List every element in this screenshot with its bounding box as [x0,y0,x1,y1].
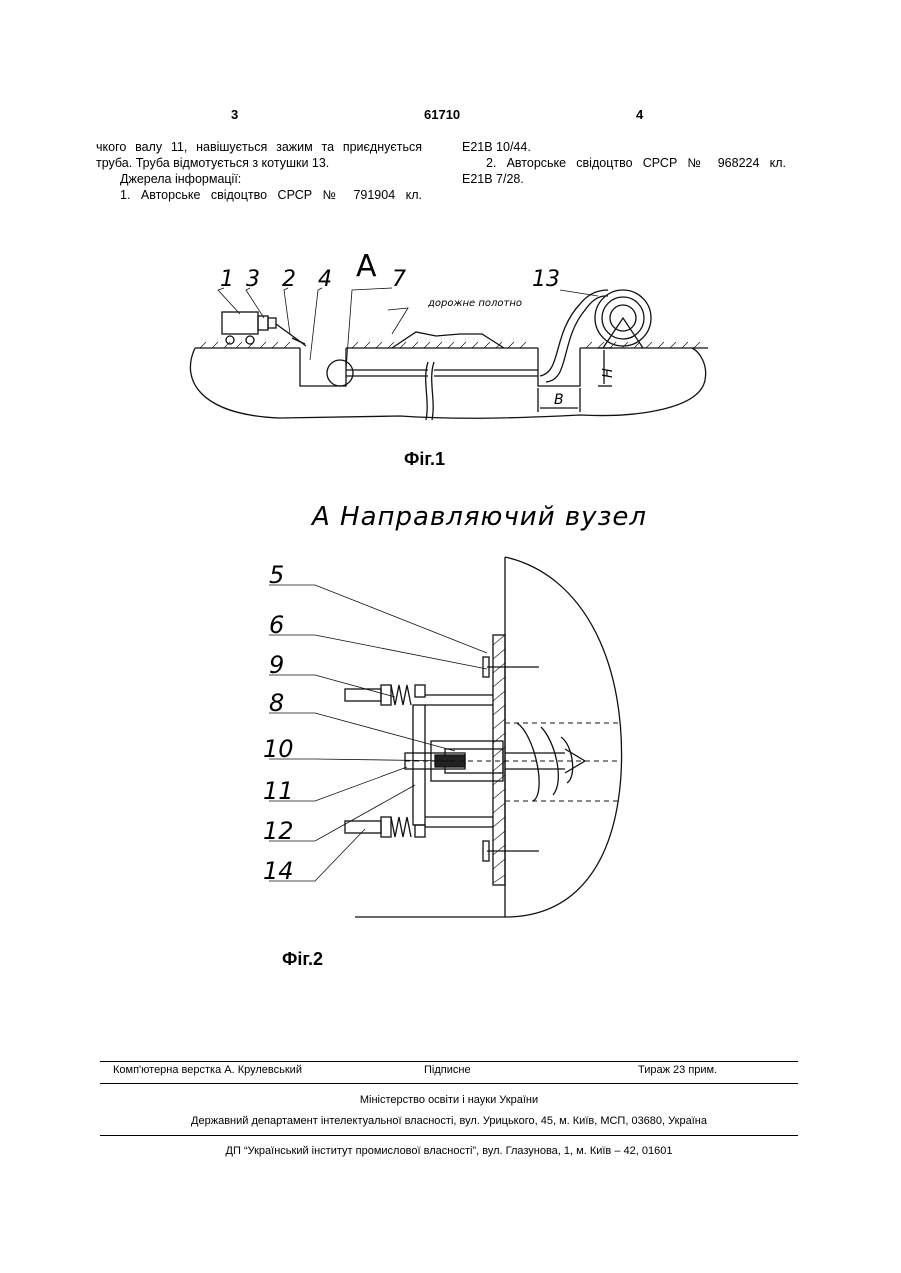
footer-divider [100,1061,798,1062]
figure-2-title: А Направляючий вузел [312,502,647,532]
fig2-label-9: 9 [269,651,284,679]
page-number-right: 4 [636,107,643,122]
figure-2-caption: Фіг.2 [282,949,323,970]
fig1-label-B: В [554,392,564,408]
text-line: чкого валу 11, навішується зажим та приє… [96,139,422,155]
fig1-label-2: 2 [282,267,296,292]
footer-signed: Підписне [424,1064,471,1076]
fig2-label-11: 11 [263,777,294,805]
fig2-label-8: 8 [269,689,284,717]
text-line: Джерела інформації: [96,171,422,187]
text-line: E21B 7/28. [462,171,786,187]
fig1-label-7: 7 [392,267,406,292]
fig1-label-road: дорожне полотно [427,298,522,309]
fig2-label-14: 14 [263,857,294,885]
figure-2-drawing: 5 6 9 8 10 11 12 14 [255,545,635,945]
footer-circulation: Тираж 23 прим. [638,1064,717,1076]
footer-typesetter: Комп'ютерна верстка А. Крулевський [113,1064,302,1076]
footer-divider [100,1083,798,1084]
figure-1-caption: Фіг.1 [404,449,445,470]
fig2-label-12: 12 [263,817,294,845]
footer-divider [100,1135,798,1136]
fig2-label-6: 6 [269,611,284,639]
fig1-label-4: 4 [318,267,332,292]
fig1-label-A: А [356,249,377,284]
text-line: труба. Труба відмотується з котушки 13. [96,155,422,171]
fig1-label-3: 3 [246,267,260,292]
footer-institute: ДП “Український інститут промислової вла… [100,1145,798,1157]
fig2-label-10: 10 [263,735,294,763]
patent-number: 61710 [424,107,460,122]
text-line: 2. Авторське свідоцтво СРСР № 968224 кл. [462,155,786,171]
text-line: E21B 10/44. [462,139,786,155]
fig1-label-H: H [601,368,616,378]
page-number-left: 3 [231,107,238,122]
footer-department: Державний департамент інтелектуальної вл… [100,1115,798,1127]
fig2-label-5: 5 [269,561,284,589]
fig1-label-13: 13 [532,267,560,292]
fig1-label-1: 1 [220,267,234,292]
left-column: чкого валу 11, навішується зажим та приє… [96,139,422,203]
footer-ministry: Міністерство освіти і науки України [100,1094,798,1106]
right-column: E21B 10/44. 2. Авторське свідоцтво СРСР … [462,139,786,187]
text-line: 1. Авторське свідоцтво СРСР № 791904 кл. [96,187,422,203]
